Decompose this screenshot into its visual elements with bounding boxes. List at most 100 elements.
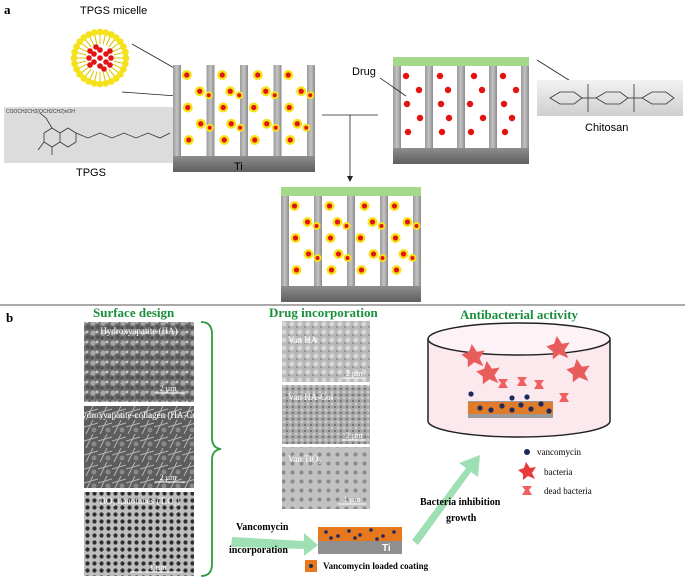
micelle-tail: [76, 52, 87, 56]
micelle-tail: [108, 38, 116, 48]
drug-pointer-line: [379, 77, 407, 97]
nanotubes-micelle-loaded: [173, 65, 315, 172]
dish-contents: [461, 336, 590, 414]
micelle-tail: [94, 34, 98, 45]
tube-wall: [314, 196, 322, 286]
micelle-head: [112, 34, 120, 42]
tube-wall: [521, 66, 529, 148]
nanotubes-drug-loaded: [393, 66, 529, 164]
loaded-drug: [273, 125, 278, 130]
legend-dead-bacteria-label: dead bacteria: [544, 486, 592, 496]
tube-wall: [173, 65, 181, 156]
loaded-drug: [393, 267, 400, 273]
scale-bar-label: 2 µm: [346, 431, 364, 440]
tpgs-formula-text: COOCH2CH2(OCH2CH2)nOH: [6, 109, 75, 115]
loaded-drug: [285, 72, 291, 78]
bacteria-inhibition-arrow: [412, 455, 480, 545]
micelle-head: [120, 65, 127, 73]
micelle-tail: [112, 47, 122, 53]
tpgs-micelle: [70, 28, 130, 88]
ti-label: Ti: [234, 161, 243, 173]
micelle-head: [85, 31, 93, 38]
coating-legend-label: Vancomycin loaded coating: [323, 561, 429, 571]
micelle-drug: [107, 48, 113, 54]
sem-label: Hydroxyapatite (HA): [100, 326, 177, 336]
loaded-drug: [402, 72, 410, 80]
loaded-drug: [479, 114, 487, 122]
loaded-drug: [263, 88, 269, 94]
sem-van-ha: Van HA 2 µm: [282, 321, 370, 382]
antibacterial-legend: vancomycin bacteria dead bacteria: [518, 447, 592, 496]
tube-lumen: [433, 66, 457, 143]
micelle-head: [102, 29, 110, 37]
loaded-drug: [344, 224, 349, 228]
ti-base: [173, 156, 315, 172]
micelle-drug: [93, 44, 99, 50]
bacteria: [546, 336, 570, 360]
vancomycin-molecule: [509, 407, 515, 413]
vancomycin-molecule: [488, 407, 494, 413]
scale-bar-label: 2 µm: [160, 384, 178, 393]
scale-bar-label: 1 µm: [344, 495, 362, 504]
loaded-drug: [445, 114, 453, 122]
arrow1-label-line1: Vancomycin: [236, 522, 289, 533]
legend-dead-bacteria-icon: [522, 486, 532, 495]
sem-label: Hydroxyapatite-collagen (HA-Col): [76, 410, 203, 420]
tube-wall: [281, 196, 289, 286]
micelle-head: [90, 79, 98, 87]
dead-bacteria: [534, 380, 544, 389]
loaded-drug: [499, 72, 507, 80]
micelle-tail: [112, 63, 122, 69]
loaded-drug: [304, 219, 311, 225]
loaded-drug: [206, 93, 211, 98]
micelle-head: [96, 28, 104, 36]
tube-wall: [347, 196, 355, 286]
bacteria: [461, 344, 485, 368]
vancomycin-incorporation-arrow: [231, 533, 318, 556]
loaded-drug: [335, 251, 342, 257]
loaded-drug: [380, 256, 385, 260]
loaded-drug: [221, 137, 227, 143]
loaded-drug: [415, 86, 423, 94]
vancomycin-molecule: [509, 395, 515, 401]
micelle-head: [121, 60, 129, 68]
micelle-head: [112, 74, 120, 82]
tube-lumen: [497, 66, 521, 143]
loaded-drug: [237, 93, 242, 98]
vancomycin-dot: [358, 533, 362, 537]
micelle-head: [107, 31, 115, 38]
loaded-drug: [400, 251, 407, 257]
micelle-head: [85, 78, 93, 85]
loaded-drug: [508, 114, 516, 122]
vancomycin-molecule: [518, 402, 524, 408]
loaded-drug: [326, 203, 333, 209]
chitosan-structure-box: [537, 80, 683, 116]
tube-wall: [413, 196, 421, 286]
micelle-tail: [102, 71, 106, 82]
tube-wall: [307, 65, 315, 156]
vancomycin-molecule: [538, 401, 544, 407]
loaded-drug: [470, 72, 478, 80]
micelle-drug: [87, 48, 93, 54]
ti-base: [281, 286, 421, 302]
micelle-drug: [86, 55, 92, 61]
grouping-brace: [200, 321, 222, 577]
chitosan-layer: [393, 57, 529, 66]
loaded-drug: [185, 104, 191, 111]
micelle-tail: [113, 52, 124, 56]
scale-bar-label: 2 µm: [346, 369, 364, 378]
loaded-drug: [292, 235, 299, 241]
loaded-drug: [207, 125, 212, 130]
nanotubes-combined: [281, 196, 421, 302]
sem-van-tio2: Van TiO₂ 1 µm: [282, 447, 370, 509]
micelle-tail: [89, 70, 95, 80]
micelle-head: [107, 78, 115, 85]
loaded-drug: [466, 100, 474, 108]
arrow2-label-line1: Bacteria inhibition: [420, 497, 501, 508]
tube-wall: [457, 66, 465, 148]
bacteria: [566, 359, 590, 383]
micelle-tail: [110, 66, 120, 74]
micelle-title: TPGS micelle: [80, 5, 147, 17]
tube-wall: [273, 65, 282, 156]
loaded-drug: [294, 121, 300, 127]
